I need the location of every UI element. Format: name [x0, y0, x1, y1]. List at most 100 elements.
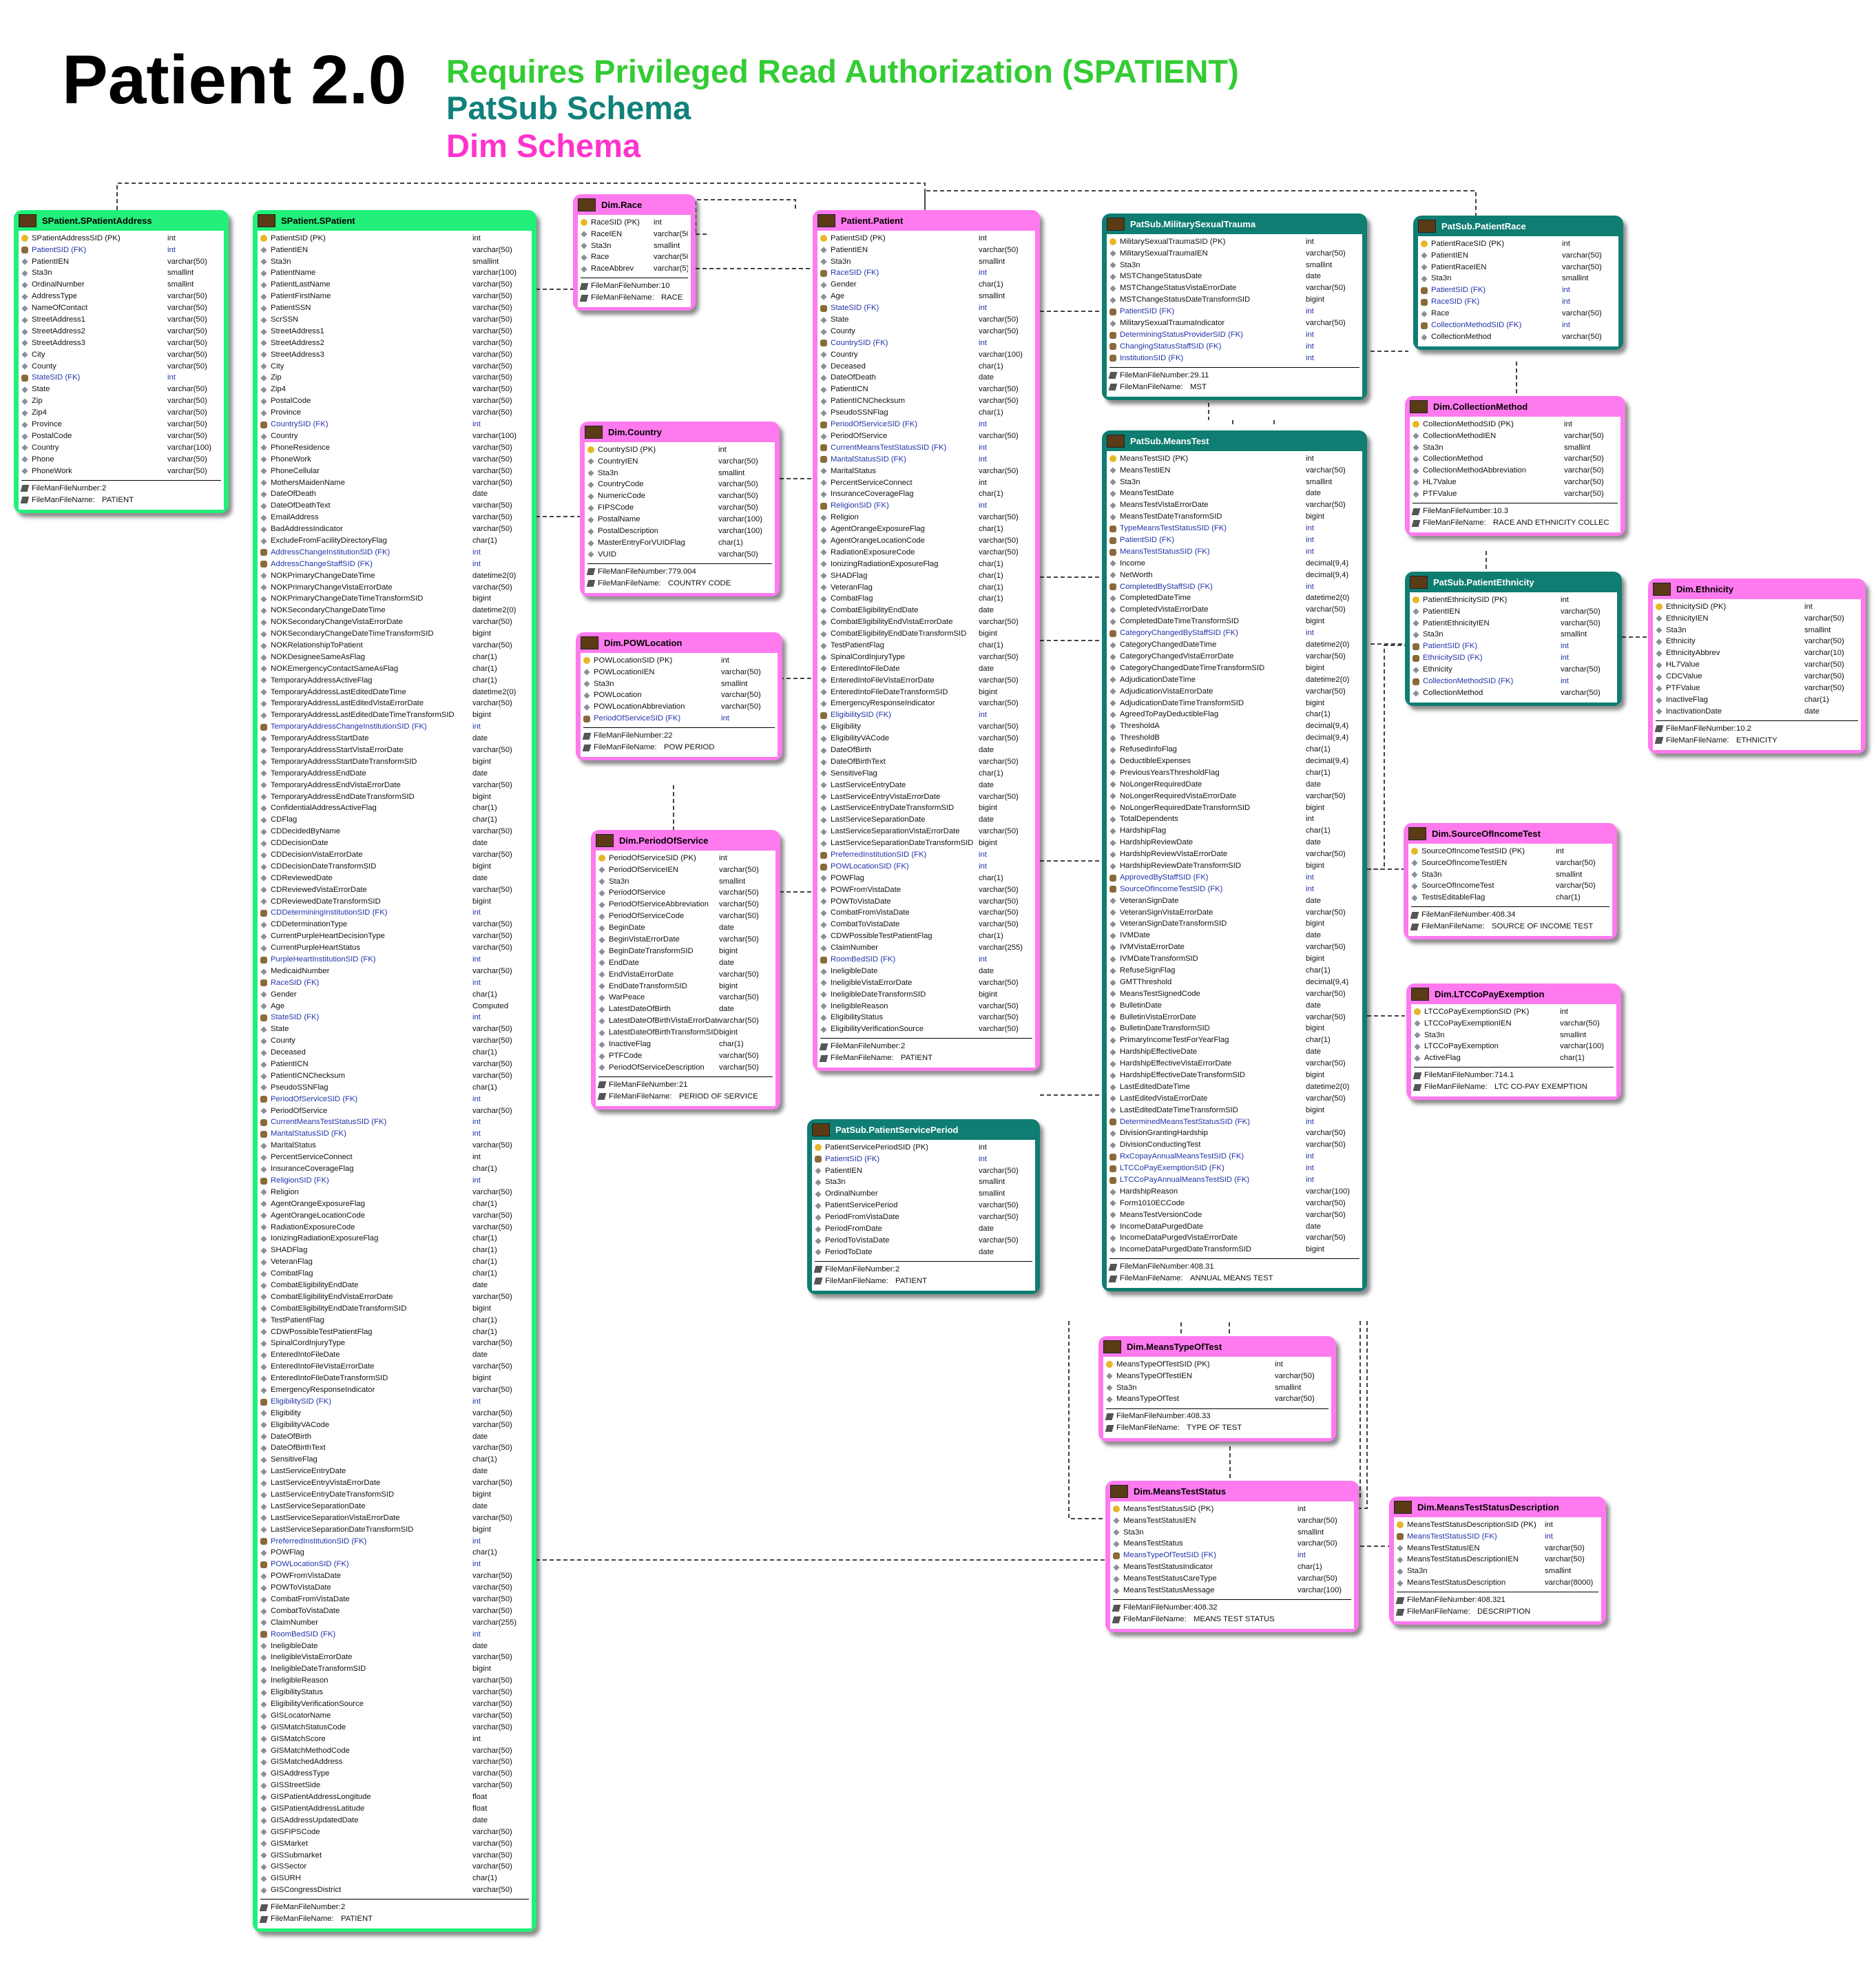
column-row[interactable]: EthnicitySID (PK)int [1656, 601, 1858, 613]
column-row[interactable]: POWLocationSID (FK)int [260, 1559, 529, 1571]
column-row[interactable]: EthnicitySID (FK)int [1413, 652, 1614, 664]
column-row[interactable]: MeansTestStatusSID (PK)int [1113, 1503, 1351, 1515]
column-row[interactable]: PatientSID (FK)int [1421, 285, 1616, 297]
column-row[interactable]: TypeMeansTestStatusSID (FK)int [1109, 523, 1359, 534]
column-row[interactable]: RoomBedSID (FK)int [260, 1629, 529, 1641]
column-row[interactable]: CategoryChangedByStaffSID (FK)int [1109, 627, 1359, 639]
column-row[interactable]: RaceSID (FK)int [820, 268, 1032, 280]
column-row[interactable]: MeansTestStatusSID (FK)int [1397, 1531, 1598, 1543]
column-row[interactable]: EligibilitySID (FK)int [820, 710, 1032, 722]
column-row[interactable]: PeriodOfServiceSID (FK)int [583, 713, 775, 725]
column-row[interactable]: CurrentMeansTestStatusSID (FK)int [260, 1117, 529, 1129]
column-row[interactable]: StateSID (FK)int [21, 373, 221, 384]
column-row[interactable]: DeterminedMeansTestStatusSID (FK)int [1109, 1116, 1359, 1128]
column-row[interactable]: RxCopayAnnualMeansTestSID (FK)int [1109, 1151, 1359, 1163]
column-row[interactable]: PatientSID (PK)int [820, 233, 1032, 244]
column-row[interactable]: PatientSID (PK)int [260, 233, 529, 244]
column-row[interactable]: PatientRaceSID (PK)int [1421, 238, 1616, 250]
column-row[interactable]: TemporaryAddressLastEditedDateTimeTransf… [260, 710, 529, 722]
table-header[interactable]: PatSub.PatientRace [1418, 216, 1618, 236]
column-row[interactable]: SourceOfIncomeTestSID (PK)int [1411, 846, 1609, 857]
table-header[interactable]: Dim.CollectionMethod [1410, 396, 1620, 417]
table-header[interactable]: Patient.Patient [817, 210, 1035, 231]
column-row[interactable]: POWLocationSID (PK)int [583, 655, 775, 667]
